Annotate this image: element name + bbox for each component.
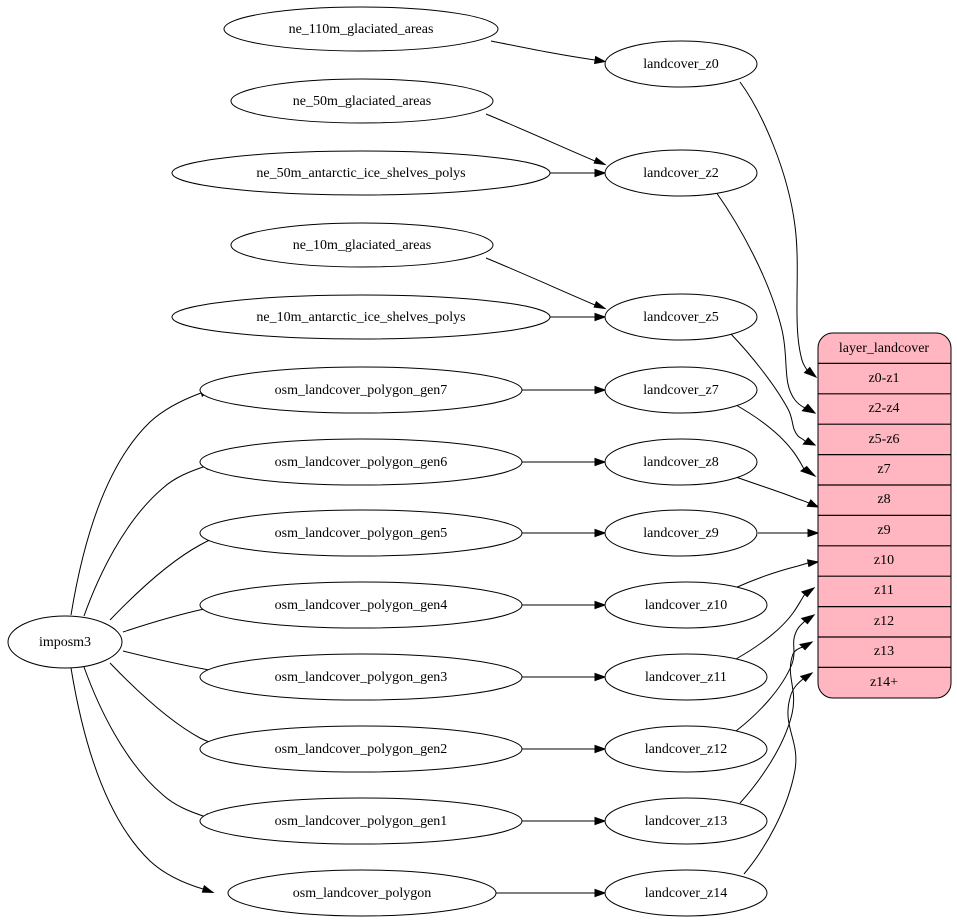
node-label: landcover_z11 <box>645 670 727 685</box>
edge-gen4-to-z10 <box>522 600 607 610</box>
node-landcover-z12[interactable]: landcover_z12 <box>604 725 768 773</box>
node-label: ne_10m_glaciated_areas <box>293 238 431 253</box>
edge-ne50ant-to-z2 <box>550 168 607 178</box>
node-label: osm_landcover_polygon_gen4 <box>275 598 448 613</box>
node-label: osm_landcover_polygon_gen5 <box>275 526 448 541</box>
node-label: ne_110m_glaciated_areas <box>289 22 434 37</box>
table-row-z2-z4[interactable]: z2-z4 <box>868 401 899 416</box>
edge-ne50glac-to-z2 <box>485 113 607 166</box>
edge-z10-to-rowz10 <box>734 559 820 589</box>
table-row-z9[interactable]: z9 <box>877 523 890 538</box>
edge-gen1-to-z13 <box>522 816 607 826</box>
edge-z9-to-rowz9 <box>758 528 820 538</box>
node-ne-50m-glaciated-areas[interactable]: ne_50m_glaciated_areas <box>230 78 494 124</box>
node-label: landcover_z9 <box>643 526 718 541</box>
node-label: landcover_z7 <box>643 383 718 398</box>
node-label: landcover_z0 <box>643 57 718 72</box>
table-row-z8[interactable]: z8 <box>877 492 890 507</box>
table-row-z10[interactable]: z10 <box>874 553 894 568</box>
node-ne-10m-glaciated-areas[interactable]: ne_10m_glaciated_areas <box>230 222 494 268</box>
node-label: landcover_z14 <box>645 886 727 901</box>
node-landcover-z5[interactable]: landcover_z5 <box>604 293 758 341</box>
node-label: osm_landcover_polygon_gen1 <box>275 814 448 829</box>
node-landcover-z13[interactable]: landcover_z13 <box>604 797 768 845</box>
edge-imposm3-to-gen1 <box>83 666 218 822</box>
node-landcover-z8[interactable]: landcover_z8 <box>604 438 758 486</box>
edge-z5-to-rowz5z6 <box>729 332 817 446</box>
edge-imposm3-to-gen7 <box>70 388 213 616</box>
table-row-z13[interactable]: z13 <box>874 644 894 659</box>
table-row-z7[interactable]: z7 <box>877 462 890 477</box>
node-landcover-z10[interactable]: landcover_z10 <box>604 581 768 629</box>
node-osm-landcover-polygon-gen6[interactable]: osm_landcover_polygon_gen6 <box>199 438 523 486</box>
node-label: ne_50m_glaciated_areas <box>293 94 431 109</box>
node-imposm3[interactable]: imposm3 <box>7 615 123 669</box>
node-label: osm_landcover_polygon_gen2 <box>275 742 448 757</box>
node-ne-10m-antarctic-ice-shelves-polys[interactable]: ne_10m_antarctic_ice_shelves_polys <box>171 294 551 340</box>
edge-z11-to-rowz11 <box>735 587 816 660</box>
node-label: osm_landcover_polygon_gen7 <box>275 383 448 398</box>
edge-imposm3-to-polygon <box>70 667 215 894</box>
node-label: ne_10m_antarctic_ice_shelves_polys <box>256 310 465 325</box>
node-label: osm_landcover_polygon_gen6 <box>275 455 448 470</box>
layer-landcover-table[interactable]: layer_landcover z0-z1 z2-z4 z5-z6 z7 z8 … <box>817 332 952 699</box>
node-label: landcover_z13 <box>645 814 727 829</box>
edge-polygon-to-z14 <box>496 888 607 898</box>
edge-ne110-to-z0 <box>490 40 607 65</box>
node-osm-landcover-polygon-gen5[interactable]: osm_landcover_polygon_gen5 <box>199 509 523 557</box>
edge-z14-to-rowz14 <box>743 672 814 875</box>
node-label: ne_50m_antarctic_ice_shelves_polys <box>256 166 465 181</box>
edge-gen6-to-z8 <box>522 457 607 467</box>
node-osm-landcover-polygon-gen1[interactable]: osm_landcover_polygon_gen1 <box>199 797 523 845</box>
node-osm-landcover-polygon[interactable]: osm_landcover_polygon <box>227 869 497 917</box>
node-osm-landcover-polygon-gen3[interactable]: osm_landcover_polygon_gen3 <box>199 653 523 701</box>
node-osm-landcover-polygon-gen4[interactable]: osm_landcover_polygon_gen4 <box>199 581 523 629</box>
intermediate-node-layer: landcover_z0 landcover_z2 landcover_z5 l… <box>604 40 768 917</box>
edge-ne10glac-to-z5 <box>485 257 607 310</box>
node-osm-landcover-polygon-gen2[interactable]: osm_landcover_polygon_gen2 <box>199 725 523 773</box>
edge-z7-to-rowz7 <box>735 404 817 478</box>
node-label: landcover_z10 <box>645 598 727 613</box>
edge-z0-to-rowz0z1 <box>739 81 818 379</box>
edge-gen2-to-z12 <box>522 744 607 754</box>
edge-gen7-to-z7 <box>522 385 607 395</box>
node-label: landcover_z5 <box>643 310 718 325</box>
edge-gen5-to-z9 <box>522 528 607 538</box>
node-ne-110m-glaciated-areas[interactable]: ne_110m_glaciated_areas <box>223 6 499 52</box>
node-landcover-z9[interactable]: landcover_z9 <box>604 509 758 557</box>
node-label: landcover_z12 <box>645 742 727 757</box>
node-landcover-z11[interactable]: landcover_z11 <box>604 653 768 701</box>
table-row-z12[interactable]: z12 <box>874 614 894 629</box>
table-row-z5-z6[interactable]: z5-z6 <box>868 432 899 447</box>
table-row-z0-z1[interactable]: z0-z1 <box>868 371 899 386</box>
edge-ne10ant-to-z5 <box>550 312 607 322</box>
edge-gen3-to-z11 <box>522 672 607 682</box>
node-label: landcover_z8 <box>643 455 718 470</box>
node-label: imposm3 <box>39 635 91 650</box>
edge-z2-to-rowz2z4 <box>715 191 817 414</box>
node-landcover-z0[interactable]: landcover_z0 <box>604 40 758 88</box>
node-landcover-z2[interactable]: landcover_z2 <box>604 149 758 197</box>
edge-z13-to-rowz13 <box>739 641 814 804</box>
table-row-z14-plus[interactable]: z14+ <box>870 675 898 690</box>
table-header-label: layer_landcover <box>839 341 930 356</box>
source-node-layer: ne_110m_glaciated_areas ne_50m_glaciated… <box>7 6 551 917</box>
node-label: osm_landcover_polygon <box>293 886 431 901</box>
node-osm-landcover-polygon-gen7[interactable]: osm_landcover_polygon_gen7 <box>199 366 523 414</box>
edge-z8-to-rowz8 <box>735 476 820 508</box>
edge-z12-to-rowz12 <box>735 614 816 732</box>
edge-imposm3-to-gen6 <box>83 461 218 617</box>
node-landcover-z14[interactable]: landcover_z14 <box>604 869 768 917</box>
node-landcover-z7[interactable]: landcover_z7 <box>604 366 758 414</box>
table-row-z11[interactable]: z11 <box>874 583 894 598</box>
node-label: osm_landcover_polygon_gen3 <box>275 670 448 685</box>
node-label: landcover_z2 <box>643 166 718 181</box>
node-ne-50m-antarctic-ice-shelves-polys[interactable]: ne_50m_antarctic_ice_shelves_polys <box>171 150 551 196</box>
